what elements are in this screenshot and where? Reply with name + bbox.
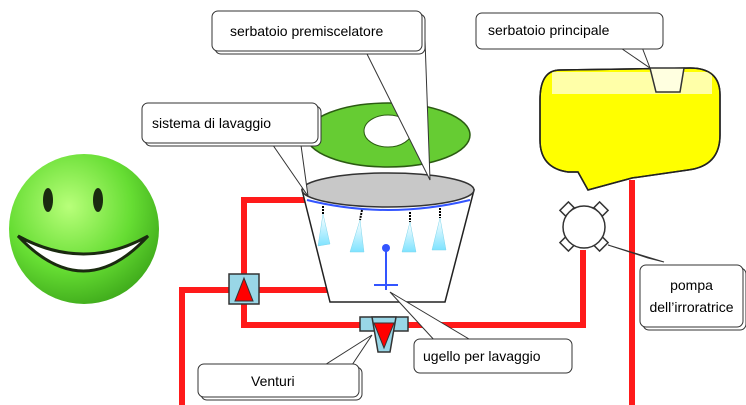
pump-icon [558,200,610,253]
main-tank-top-band [552,72,712,94]
main-tank-cap [649,67,685,93]
label-venturi: Venturi [251,373,295,389]
spray-nozzle-icon [349,209,365,253]
washing-nozzle [374,244,398,290]
venturi-icon [359,316,409,353]
callout-venturi [197,334,373,401]
callout-main-tank [475,12,664,70]
label-sprayer-pump-line2: dell’irroratrice [649,299,734,315]
spray-nozzle-icon [431,208,447,251]
wash-ring [306,199,471,211]
callout-washing-nozzle [389,291,573,374]
callout-washing-system [141,102,322,197]
smiley-icon [9,154,159,304]
pipe-venturi-to-pump [400,250,586,328]
spray-nozzle-icon [401,212,417,253]
callout-sprayer-pump [607,244,746,331]
label-premixer-tank: serbatoio premiscelatore [230,23,384,39]
callout-premixer-tank [211,10,431,181]
label-washing-system: sistema di lavaggio [152,115,272,131]
spray-nozzle-icon [317,206,331,247]
spray-nozzles [317,206,447,253]
premixer-lid [305,102,471,168]
main-tank-outline [539,67,721,191]
main-tank [539,67,721,191]
pipe-wash-loop [241,197,360,328]
label-main-tank: serbatoio principale [488,22,610,38]
label-washing-nozzle: ugello per lavaggio [423,348,541,364]
check-valve-icon [228,273,260,305]
label-sprayer-pump-line1: pompa [670,277,713,293]
premixer-basin-rim [301,172,475,208]
